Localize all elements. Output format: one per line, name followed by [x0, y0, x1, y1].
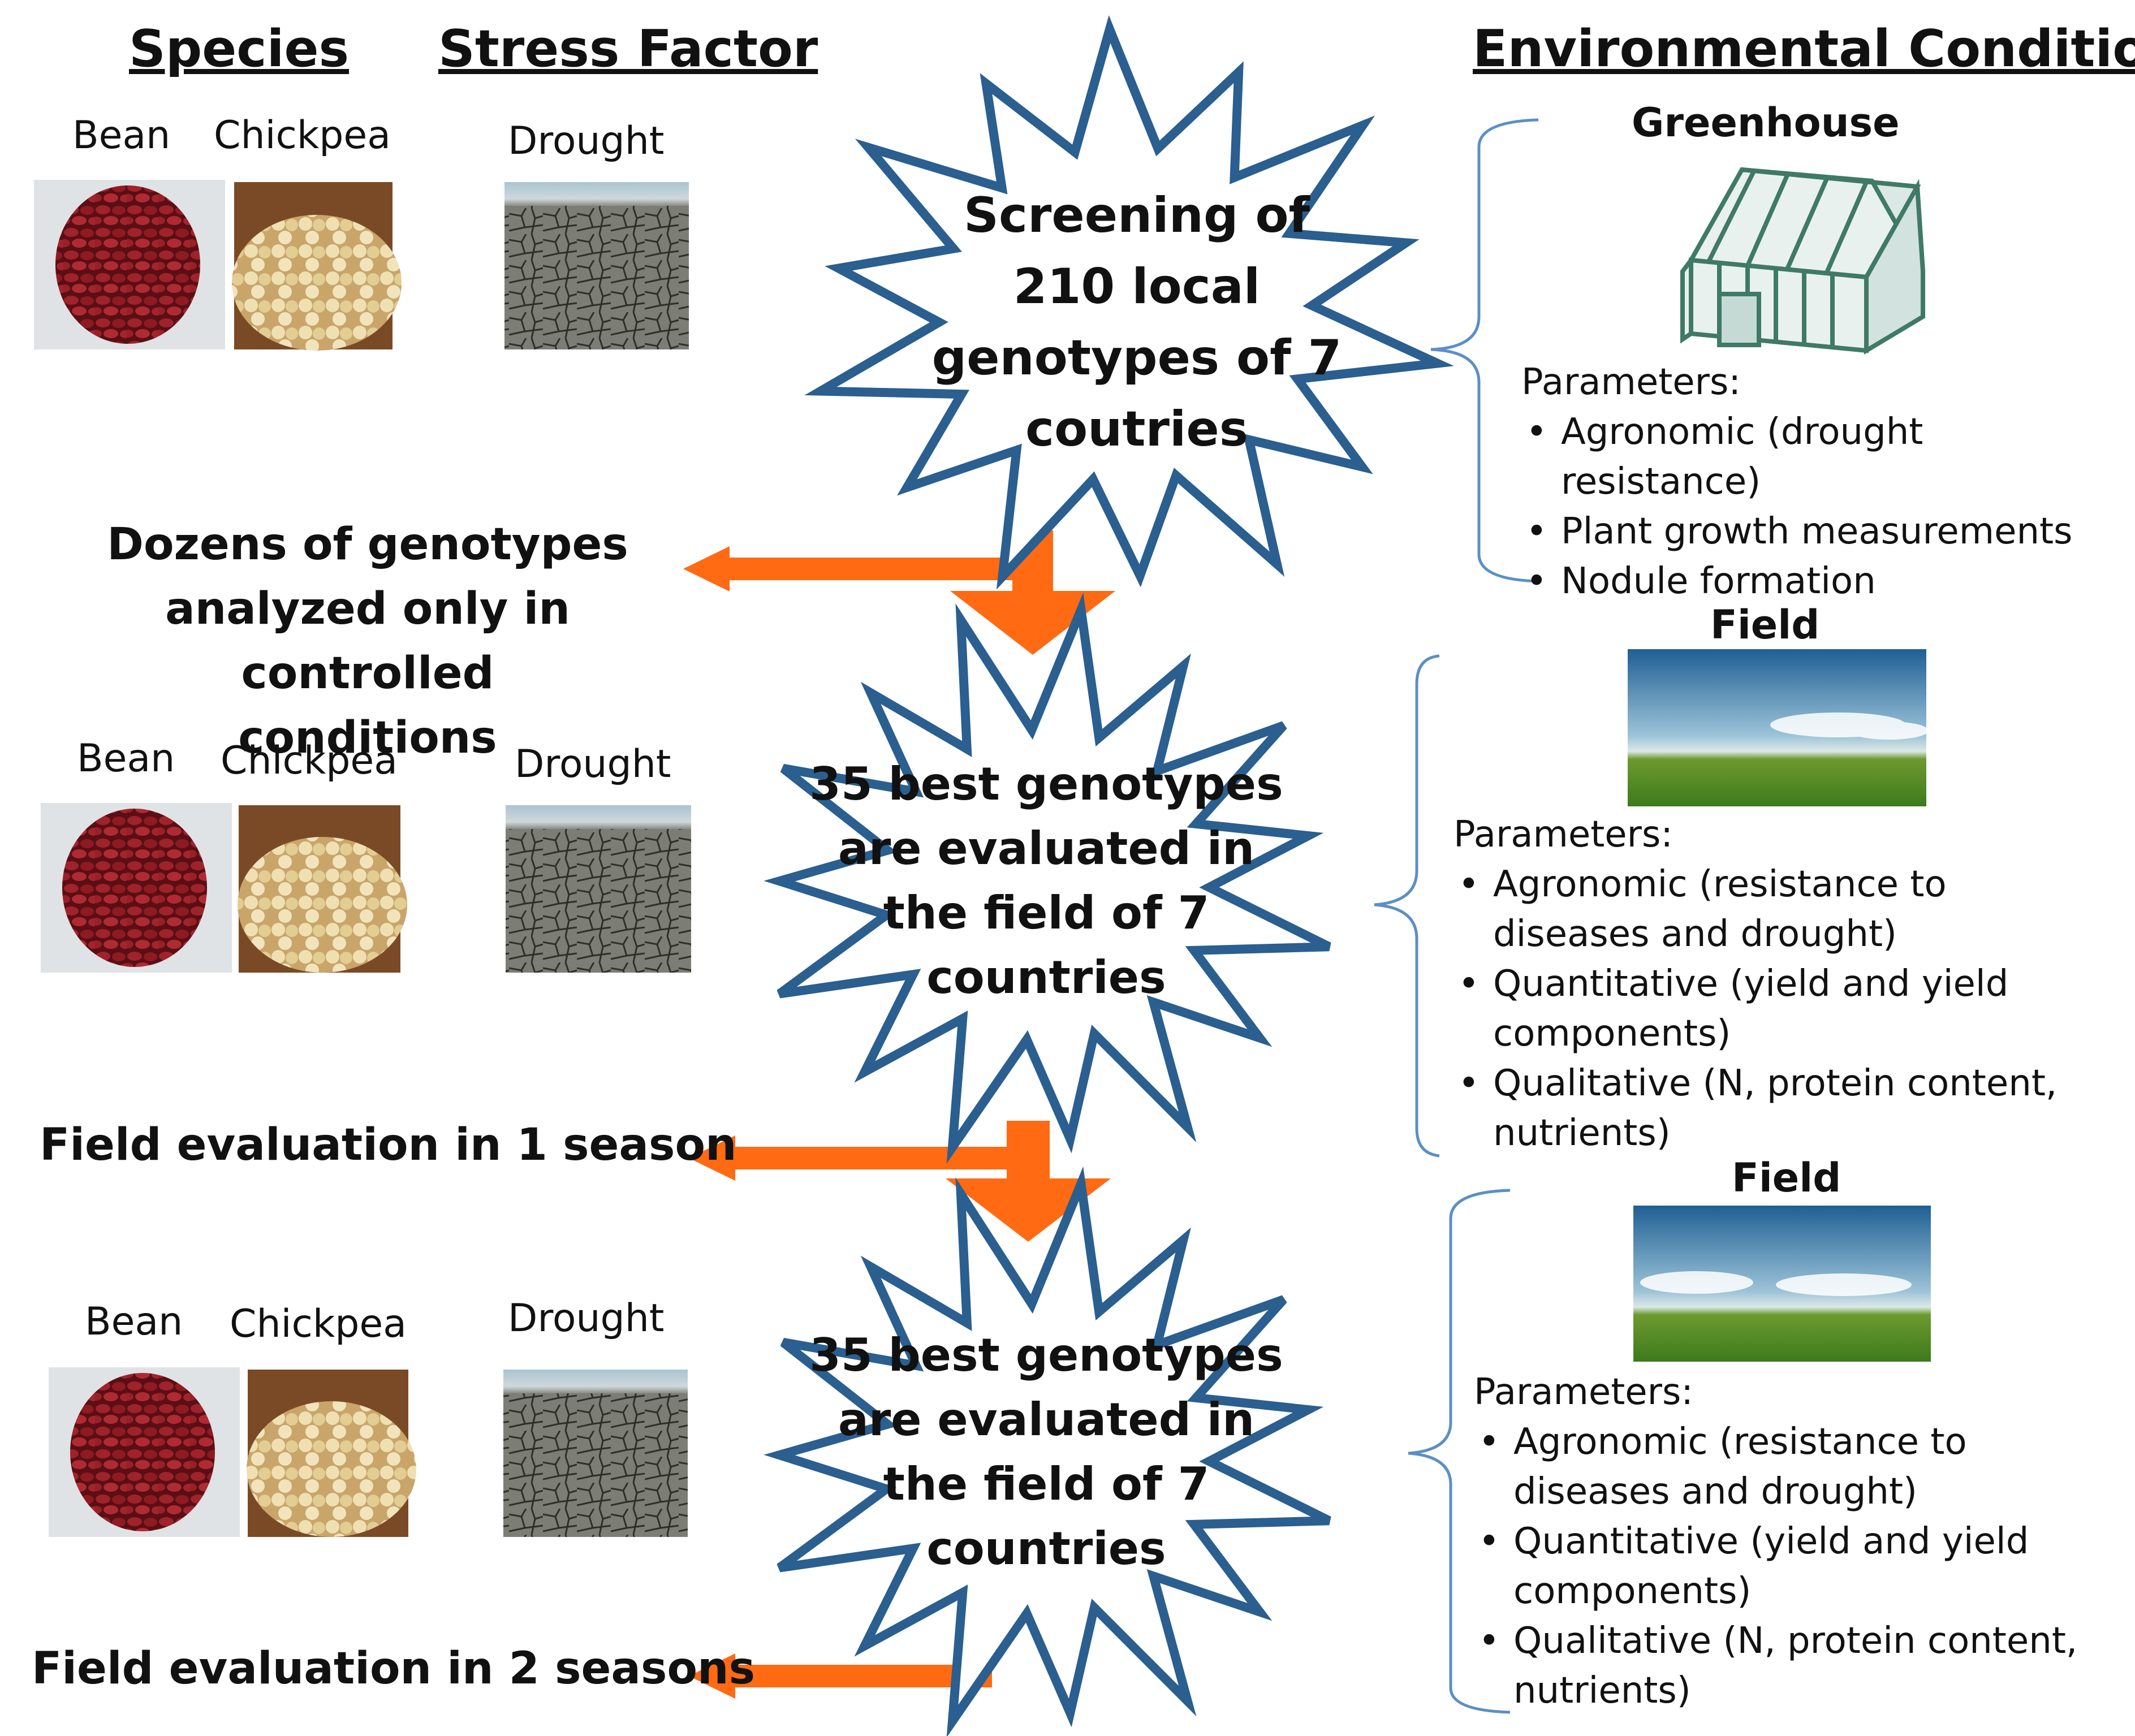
- star-line: countries: [926, 1522, 1166, 1575]
- parameters-block-3: Parameters: Agronomic (resistance to dis…: [1474, 1367, 2113, 1716]
- env-label-field-2: Field: [1732, 1155, 1841, 1201]
- chickpea-label-1: Chickpea: [214, 113, 391, 158]
- star-text-1: Screening of 210 local genotypes of 7 co…: [894, 180, 1380, 465]
- parameters-list: Agronomic (resistance to diseases and dr…: [1453, 860, 2093, 1158]
- bracket-1: [1430, 118, 1539, 583]
- outcome-line: Field evaluation in 1 season: [40, 1120, 737, 1171]
- star-line: genotypes of 7: [931, 330, 1342, 386]
- parameters-block-2: Parameters: Agronomic (resistance to dis…: [1453, 810, 2093, 1158]
- stars-layer: [764, 15, 1454, 1736]
- starburst-3: [764, 1166, 1331, 1736]
- bean-photo-1: [34, 180, 225, 349]
- parameters-title: Parameters:: [1474, 1371, 1693, 1413]
- star-line: the field of 7: [883, 1458, 1210, 1510]
- parameter-item: Plant growth measurements: [1521, 507, 2121, 556]
- star-line: coutries: [1025, 401, 1248, 457]
- parameter-item: Nodule formation: [1521, 556, 2121, 606]
- star-line: are evaluated in: [838, 1393, 1255, 1446]
- bracket-2: [1374, 654, 1440, 1158]
- bean-photo-2: [41, 803, 232, 973]
- bracket-3: [1408, 1189, 1511, 1714]
- chickpea-photo-1: [232, 182, 402, 351]
- star-text-2: 35 best genotypes are evaluated in the f…: [792, 752, 1301, 1010]
- bean-label-1: Bean: [72, 113, 171, 158]
- stress-label-1: Drought: [508, 119, 665, 163]
- outcome-note-2: Field evaluation in 1 season: [40, 1113, 737, 1177]
- star-line: Screening of: [964, 187, 1310, 244]
- stress-label-2: Drought: [515, 742, 671, 787]
- drought-photo-3: [503, 1370, 688, 1537]
- star-text-3: 35 best genotypes are evaluated in the f…: [792, 1323, 1301, 1581]
- star-line: countries: [926, 951, 1166, 1004]
- stress-label-3: Drought: [508, 1296, 665, 1341]
- star-line: 35 best genotypes: [809, 1329, 1283, 1381]
- parameter-item: Qualitative (N, protein content, nutrien…: [1474, 1616, 2113, 1716]
- outcome-line: analyzed only in controlled: [165, 584, 570, 699]
- parameter-item: Qualitative (N, protein content, nutrien…: [1453, 1059, 2093, 1158]
- parameter-item: Quantitative (yield and yield components…: [1474, 1517, 2113, 1616]
- parameter-item: Agronomic (resistance to diseases and dr…: [1453, 860, 2093, 959]
- star-line: are evaluated in: [838, 822, 1255, 875]
- parameters-title: Parameters:: [1453, 814, 1673, 856]
- bean-label-2: Bean: [77, 736, 175, 781]
- drought-photo-2: [506, 805, 691, 973]
- parameters-block-1: Parameters: Agronomic (drought resistanc…: [1521, 357, 2121, 606]
- greenhouse-illustration: [1680, 167, 1925, 355]
- arrow-stage-2: [689, 1121, 1111, 1242]
- chickpea-photo-2: [238, 805, 407, 973]
- env-label-field-1: Field: [1710, 602, 1820, 648]
- starburst-2: [764, 592, 1331, 1164]
- outcome-line: conditions: [238, 712, 497, 763]
- bean-photo-3: [49, 1367, 240, 1537]
- parameters-list: Agronomic (resistance to diseases and dr…: [1474, 1417, 2113, 1716]
- parameters-title: Parameters:: [1521, 361, 1741, 403]
- arrow-stage-1: [683, 530, 1115, 655]
- outcome-line: Field evaluation in 2 seasons: [32, 1643, 756, 1694]
- stress-factor-header: Stress Factor: [438, 19, 818, 79]
- environmental-conditions-header: Environmental Conditions: [1473, 19, 2135, 79]
- parameter-item: Agronomic (resistance to diseases and dr…: [1474, 1417, 2113, 1517]
- species-header: Species: [129, 19, 350, 79]
- star-line: the field of 7: [883, 887, 1210, 939]
- star-line: 210 local: [1013, 258, 1261, 315]
- outcome-note-1: Dozens of genotypes analyzed only in con…: [51, 512, 684, 770]
- parameter-item: Agronomic (drought resistance): [1521, 407, 2121, 507]
- outcome-note-3: Field evaluation in 2 seasons: [32, 1636, 755, 1701]
- chickpea-photo-3: [247, 1370, 416, 1537]
- parameter-item: Quantitative (yield and yield components…: [1453, 959, 2093, 1059]
- chickpea-label-3: Chickpea: [230, 1302, 407, 1346]
- star-line: 35 best genotypes: [809, 758, 1283, 810]
- starburst-1: [804, 15, 1454, 590]
- env-label-greenhouse: Greenhouse: [1632, 100, 1900, 146]
- chickpea-label-2: Chickpea: [221, 739, 398, 783]
- bean-label-3: Bean: [85, 1299, 183, 1344]
- drought-photo-1: [504, 182, 689, 349]
- parameters-list: Agronomic (drought resistance) Plant gro…: [1521, 407, 2121, 606]
- outcome-line: Dozens of genotypes: [107, 519, 628, 570]
